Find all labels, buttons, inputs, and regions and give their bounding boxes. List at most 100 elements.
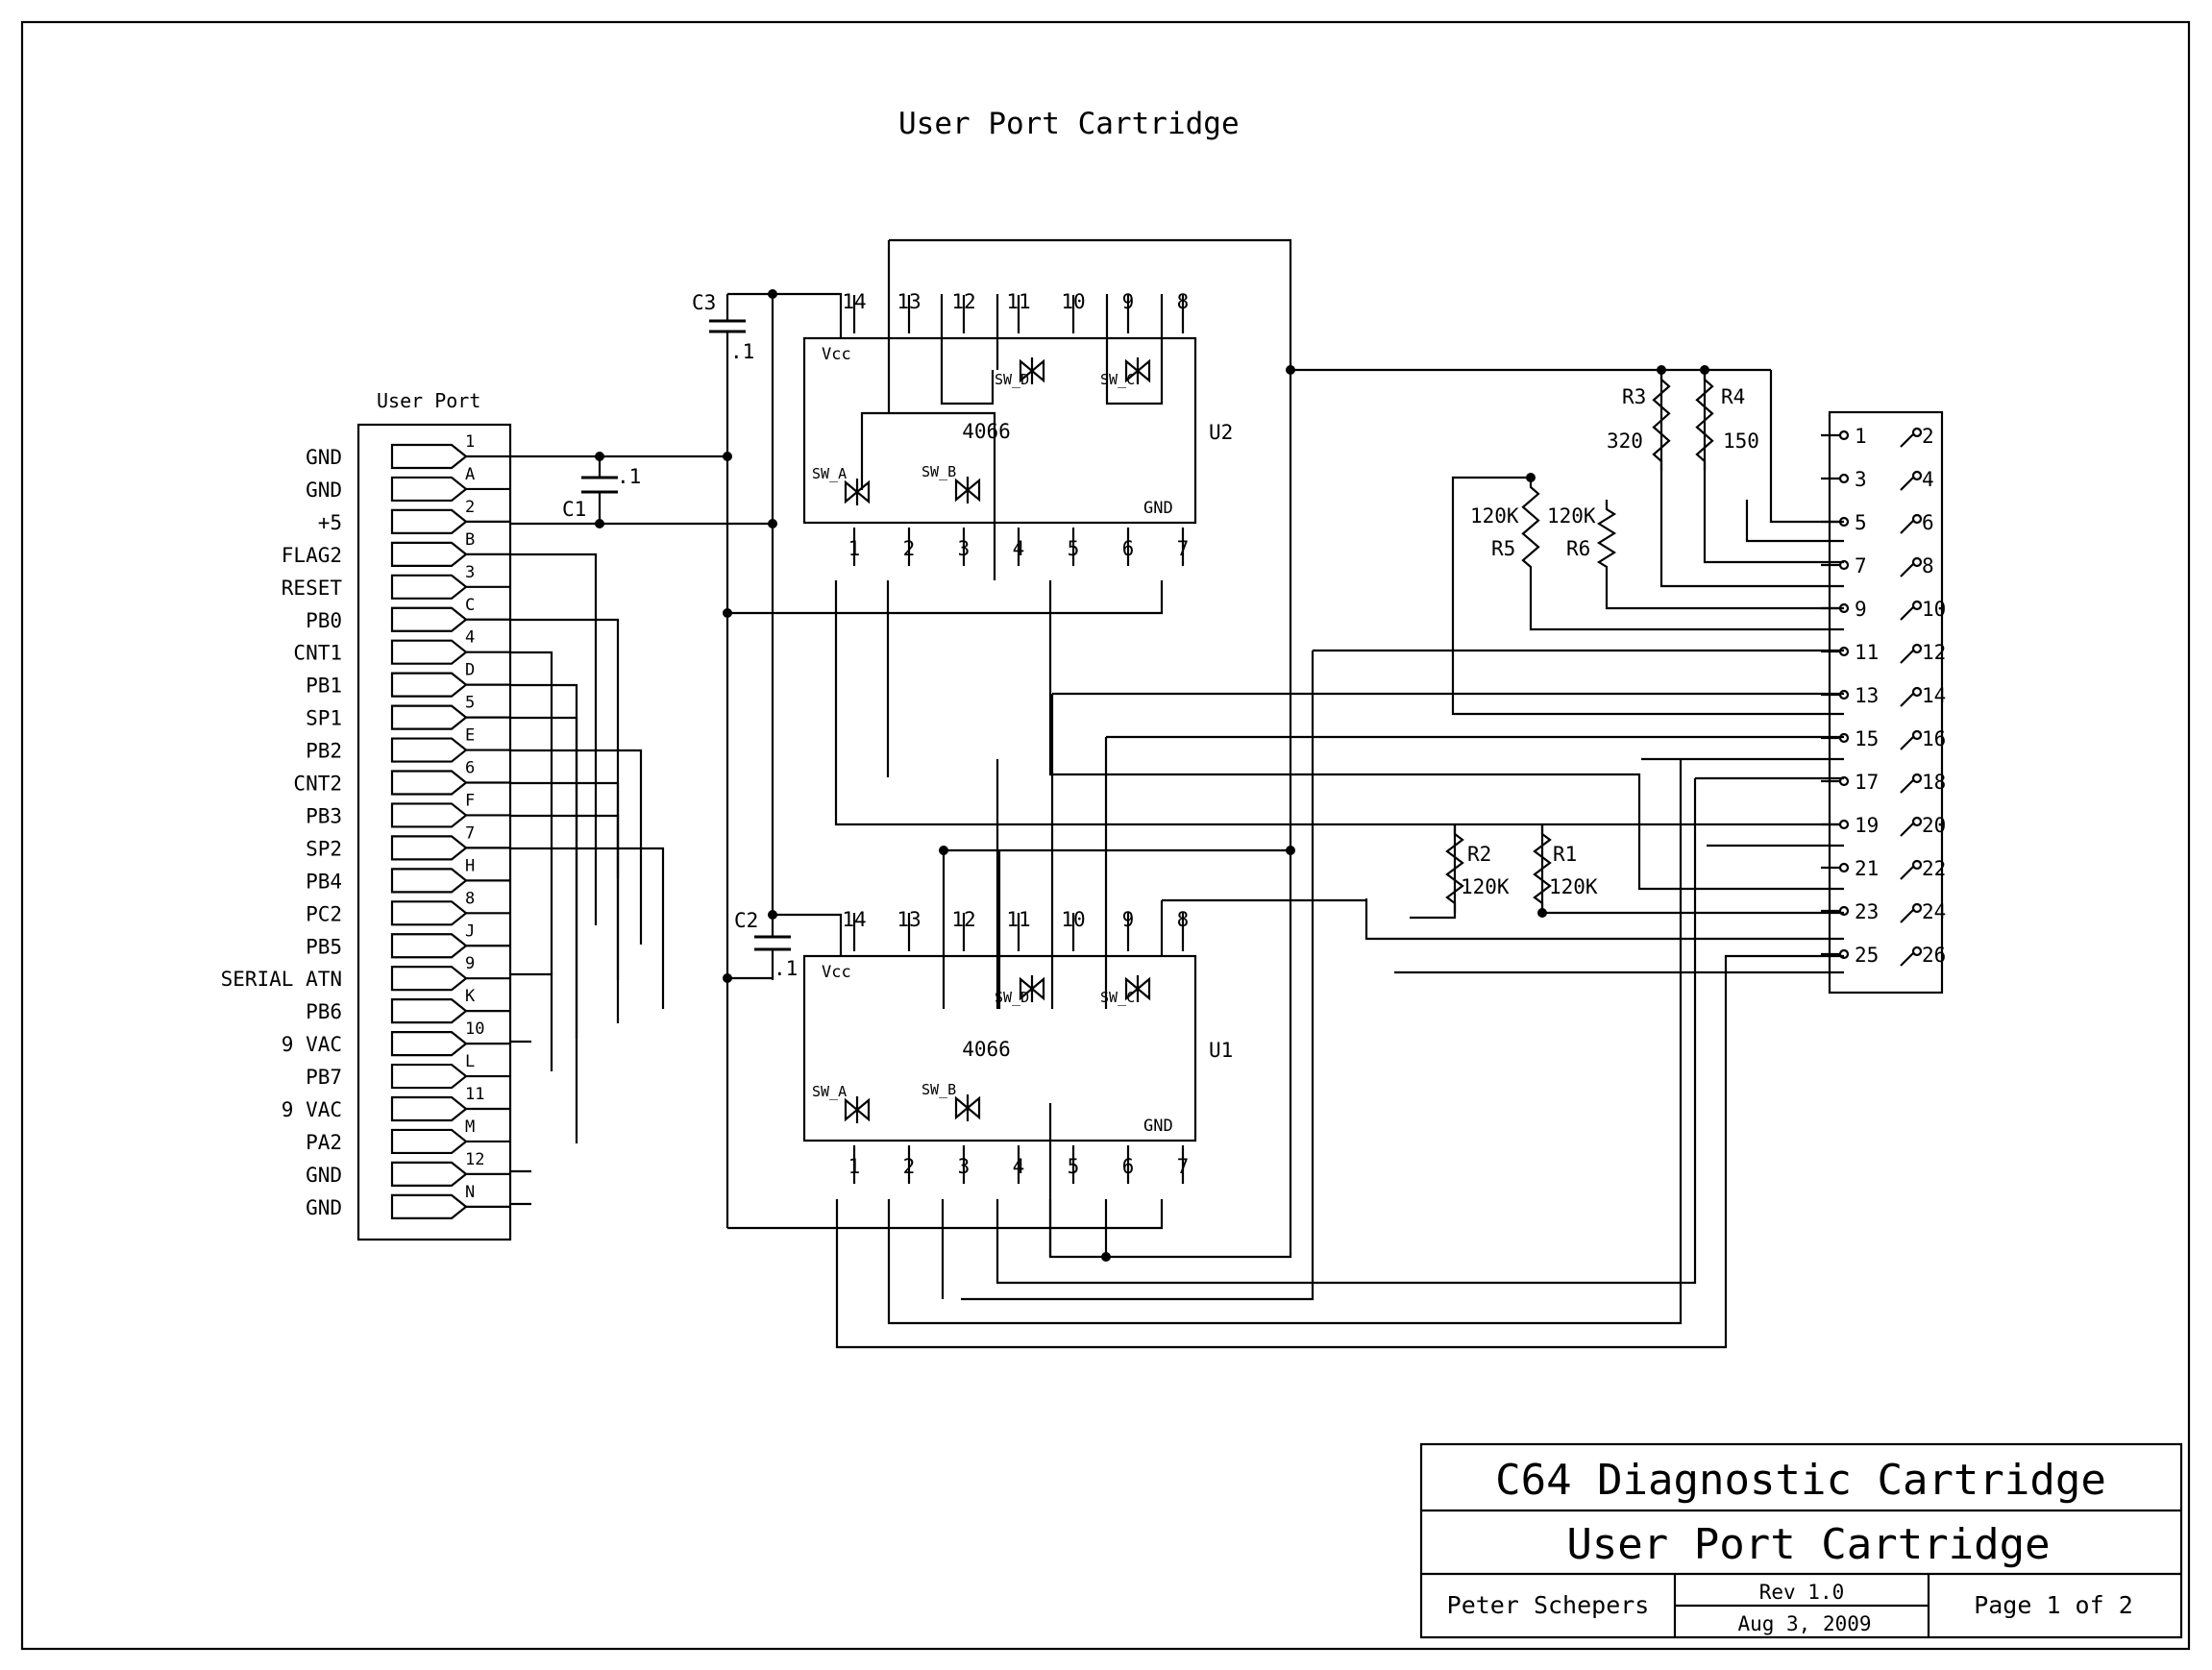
- svg-text:20: 20: [1922, 814, 1946, 837]
- junction-dot: [1286, 365, 1295, 375]
- signal-label: PB0: [306, 609, 342, 632]
- pin-contact: [390, 1161, 468, 1187]
- analog-switch: SW_D: [995, 975, 1045, 1006]
- svg-text:23: 23: [1855, 900, 1879, 923]
- signal-label: PB2: [306, 740, 342, 763]
- wire: [1769, 370, 1844, 524]
- svg-text:R2: R2: [1467, 843, 1491, 866]
- svg-text:12: 12: [1922, 641, 1946, 664]
- signal-label: +5: [318, 511, 342, 534]
- wire: [510, 683, 578, 1039]
- pin-contact: [390, 770, 468, 796]
- analog-switch: SW_B: [922, 1081, 981, 1121]
- svg-text:R6: R6: [1566, 537, 1590, 560]
- pin-contact: [390, 998, 468, 1024]
- pin-contact: [390, 443, 468, 470]
- pin-number: F: [465, 791, 475, 810]
- pin-number: 9: [465, 954, 475, 973]
- signal-label: SP2: [306, 837, 342, 860]
- junction-dot: [768, 910, 777, 920]
- capacitor-c3: C3 .1: [692, 291, 754, 363]
- wire: [1410, 824, 1457, 920]
- wire: [1451, 476, 1844, 716]
- signal-label: PB7: [306, 1066, 342, 1089]
- pin-contact: [390, 574, 468, 600]
- analog-switch: SW_D: [995, 357, 1045, 388]
- svg-text:SW_A: SW_A: [812, 1083, 847, 1100]
- wire: [1105, 294, 1164, 405]
- junction-dots: [595, 289, 1709, 1262]
- pin-number: E: [465, 726, 475, 746]
- user-port-row: PB2 E: [306, 726, 510, 763]
- signal-label: CNT1: [293, 642, 342, 665]
- pin-contact: [390, 1128, 468, 1155]
- pin-contact: [390, 476, 468, 503]
- signal-wires: [510, 294, 1844, 1349]
- svg-text:R5: R5: [1491, 537, 1515, 560]
- signal-label: SERIAL ATN: [221, 968, 342, 991]
- analog-switch: SW_C: [1100, 357, 1151, 388]
- svg-text:SW_D: SW_D: [995, 989, 1029, 1006]
- chip-ref: U1: [1209, 1039, 1233, 1062]
- chip-part: 4066: [962, 1038, 1011, 1061]
- pin-number: 12: [465, 1150, 484, 1169]
- pin-number: M: [465, 1117, 475, 1137]
- pin-number: 10: [465, 1019, 484, 1039]
- junction-dot: [1537, 908, 1547, 918]
- svg-text:21: 21: [1855, 857, 1879, 880]
- svg-text:120K: 120K: [1547, 504, 1596, 528]
- svg-text:150: 150: [1723, 430, 1759, 453]
- pin-contact: [390, 966, 468, 992]
- svg-text:11: 11: [1855, 641, 1879, 664]
- svg-text:120K: 120K: [1461, 875, 1510, 898]
- pin-contact: [390, 835, 468, 861]
- wire: [1659, 370, 1844, 588]
- svg-text:120K: 120K: [1549, 875, 1598, 898]
- sheet-title: User Port Cartridge: [1566, 1520, 2050, 1569]
- revision: Rev 1.0: [1759, 1581, 1845, 1604]
- connector-pin-pair: 11 12: [1821, 641, 1946, 664]
- user-port-row: +52: [318, 498, 510, 534]
- svg-text:.1: .1: [730, 340, 754, 363]
- chip-part: 4066: [962, 420, 1011, 443]
- junction-dot: [1101, 1252, 1111, 1262]
- signal-label: RESET: [282, 577, 343, 600]
- gnd-label: GND: [1143, 499, 1173, 518]
- title-block: C64 Diagnostic Cartridge User Port Cartr…: [1419, 1442, 2183, 1639]
- svg-text:4: 4: [1922, 468, 1934, 491]
- junction-dot: [768, 519, 777, 528]
- date: Aug 3, 2009: [1737, 1612, 1871, 1635]
- wire: [510, 618, 620, 878]
- svg-text:6: 6: [1922, 511, 1934, 534]
- svg-text:17: 17: [1855, 771, 1879, 794]
- signal-label: PB5: [306, 935, 342, 958]
- svg-text:13: 13: [1855, 684, 1879, 707]
- sheet-border: [20, 20, 2191, 1651]
- wire: [1540, 824, 1844, 915]
- signal-label: PB3: [306, 804, 342, 827]
- svg-text:SW_C: SW_C: [1100, 989, 1135, 1006]
- pin-contact: [390, 508, 468, 534]
- pin-number: 5: [465, 694, 475, 713]
- pin-contact: [390, 672, 468, 698]
- vcc-label: Vcc: [822, 345, 851, 364]
- wire: [510, 781, 620, 980]
- signal-label: PB6: [306, 1000, 342, 1023]
